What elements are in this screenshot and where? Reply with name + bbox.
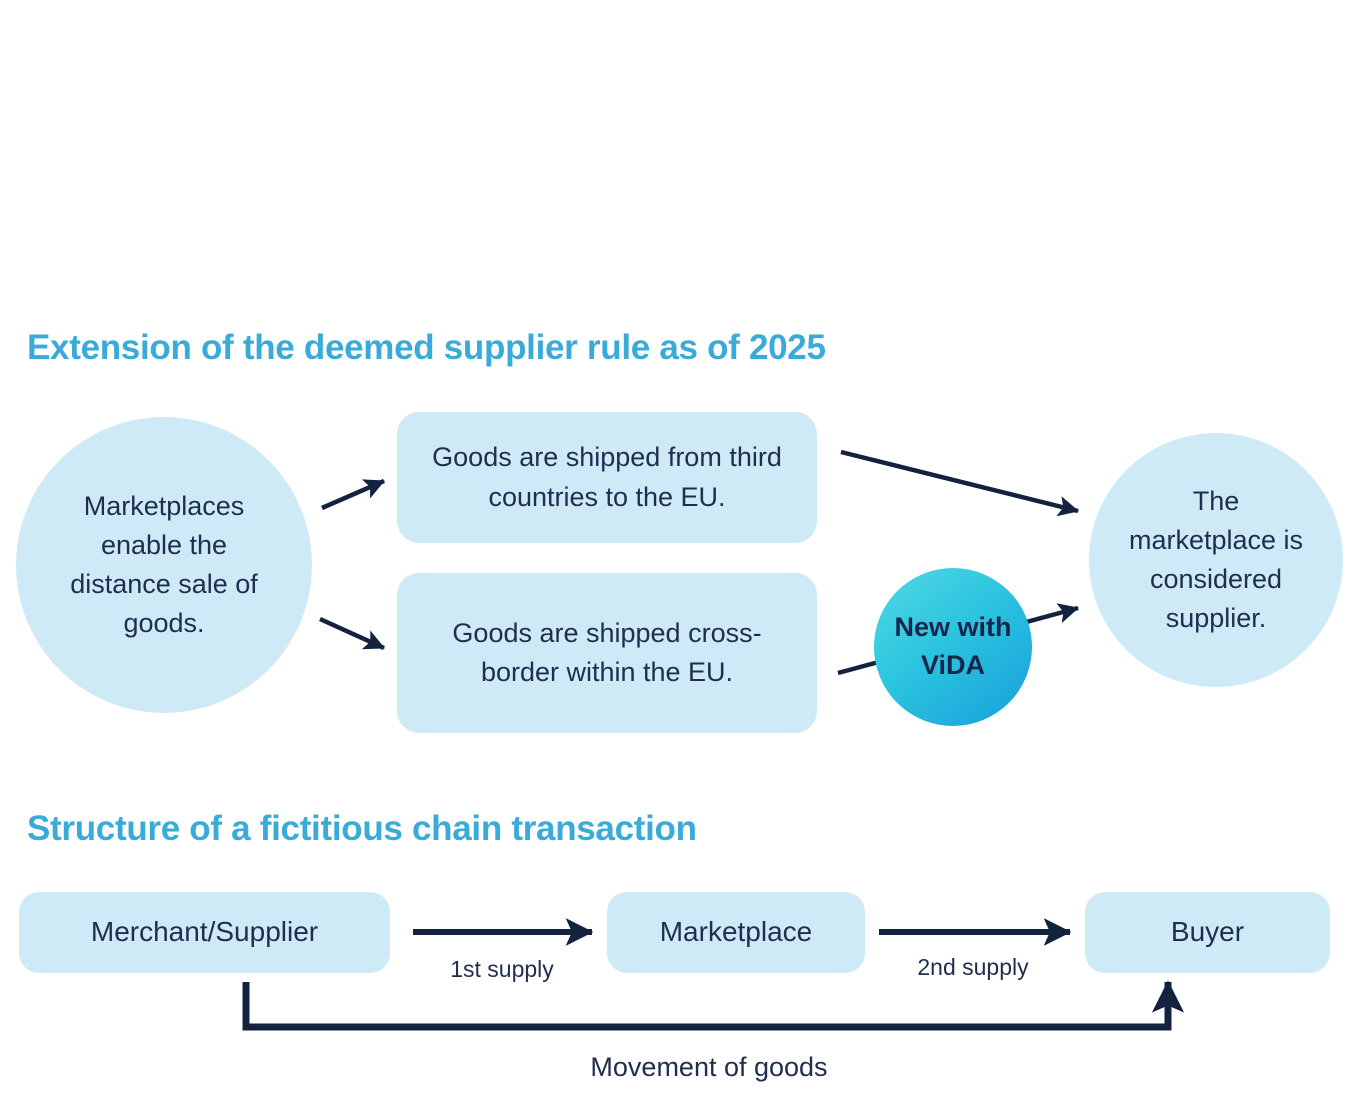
third-countries-box: Goods are shipped from third countries t… [397,412,817,543]
section1-heading: Extension of the deemed supplier rule as… [27,328,826,367]
cross-border-box-text: Goods are shipped cross-border within th… [452,617,762,687]
merchant-supplier-node-text: Merchant/Supplier [90,916,319,948]
marketplaces-circle-text: Marketplaces enable the distance sale of… [70,490,258,639]
marketplaces-circle: Marketplaces enable the distance sale of… [16,417,312,713]
deemed-supplier-circle-text: The marketplace is considered supplier. [1128,485,1304,634]
arrow-circle-to-bottom-box [319,616,385,651]
arrow-circle-to-top-box [321,478,385,511]
section2-heading: Structure of a fictitious chain transact… [27,809,697,848]
movement-of-goods-label: Movement of goods [590,1052,828,1082]
marketplace-node: Marketplace [607,892,865,973]
first-supply-label: 1st supply [450,956,554,982]
buyer-node: Buyer [1085,892,1330,973]
deemed-supplier-circle: The marketplace is considered supplier. [1089,433,1343,687]
new-with-vida-badge: New with ViDA [874,568,1032,726]
arrow-top-box-to-right-circle [840,449,1080,517]
arrow-movement-of-goods [242,980,1185,1031]
third-countries-box-text: Goods are shipped from third countries t… [432,442,782,512]
cross-border-box: Goods are shipped cross-border within th… [397,573,817,733]
buyer-node-text: Buyer [1170,916,1245,948]
marketplace-node-text: Marketplace [659,916,813,948]
new-with-vida-badge-text: New with ViDA [894,612,1012,680]
merchant-supplier-node: Merchant/Supplier [19,892,390,973]
second-supply-label: 2nd supply [917,954,1029,980]
